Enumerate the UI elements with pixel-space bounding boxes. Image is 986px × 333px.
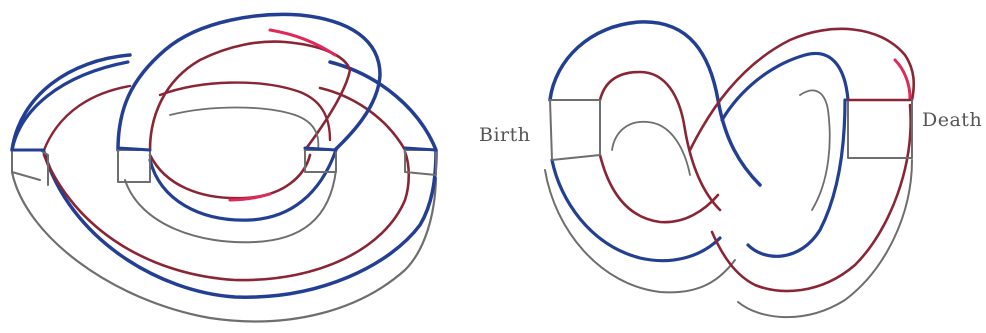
outer-ring-right-cut-top xyxy=(405,148,436,150)
inner-ring-inner-edge xyxy=(150,42,350,150)
outer-ring-hidden-gray-arc xyxy=(170,108,318,151)
death-label: Death xyxy=(922,109,982,131)
crossing-highlight xyxy=(895,60,910,98)
right-lobe-blue-lower xyxy=(748,100,845,256)
left-band-cut xyxy=(550,100,600,160)
crossing-blue-inner xyxy=(722,53,848,120)
outer-ring-bottom-edge xyxy=(12,172,436,321)
outer-ring-inner-edge xyxy=(44,88,409,280)
right-lobe-gray-lower xyxy=(738,160,912,317)
left-lobe-bottom-edge xyxy=(552,160,720,261)
left-lobe-inner-bottom xyxy=(600,155,718,222)
inner-ring-right-cut-top xyxy=(305,148,336,150)
figure-eight-figure xyxy=(545,22,914,317)
left-lobe-inner-loop xyxy=(600,72,720,210)
inner-ring-bottom-red xyxy=(150,155,310,198)
left-lobe-gray-inner xyxy=(612,122,690,175)
inner-ring-left-cut-top xyxy=(118,148,150,150)
inner-ring-bottom-gray xyxy=(125,170,336,242)
crossing-red-edge xyxy=(690,29,914,150)
birth-label: Birth xyxy=(479,124,531,146)
left-lobe-outer-edge xyxy=(550,22,760,185)
linked-rings-figure xyxy=(12,14,436,321)
right-band-cut xyxy=(848,100,912,158)
left-lobe-gray-outer xyxy=(545,170,735,292)
outer-ring-left-cut xyxy=(12,150,48,185)
crossing-gray-inner xyxy=(800,90,830,210)
inner-ring-left-cut xyxy=(118,150,150,182)
